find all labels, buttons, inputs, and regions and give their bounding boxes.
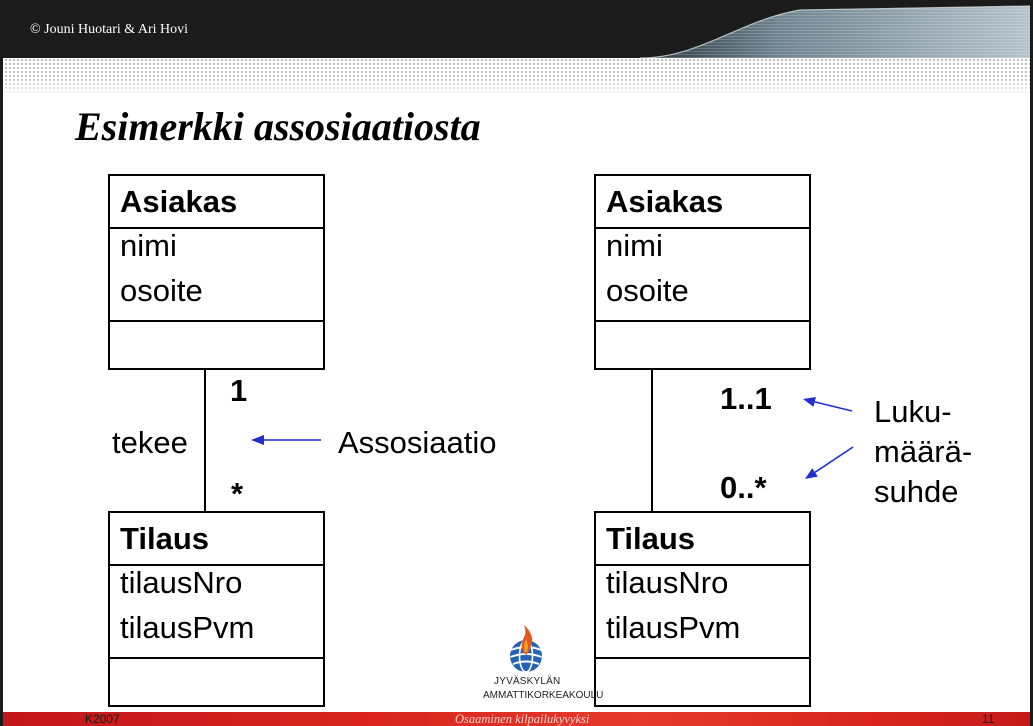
class-box-asiakas: Asiakas nimi osoite xyxy=(108,174,325,370)
multiplicity-top: 1 xyxy=(230,373,248,408)
class-name: Asiakas xyxy=(596,176,809,229)
arrow-head xyxy=(803,397,816,407)
attribute: tilausNro xyxy=(120,565,243,600)
callout-line: suhde xyxy=(874,474,959,509)
association-name: tekee xyxy=(112,425,188,460)
association-callout-arrow-icon xyxy=(251,435,321,445)
multiplicity-bottom: * xyxy=(231,476,244,511)
attribute: tilausPvm xyxy=(606,610,741,645)
logo-text-line1: JYVÄSKYLÄN xyxy=(494,676,561,687)
header-wave-highlight xyxy=(639,5,1033,59)
class-name: Tilaus xyxy=(110,513,323,566)
operations-compartment xyxy=(596,322,809,368)
operations-compartment xyxy=(596,659,809,705)
operations-compartment xyxy=(110,659,323,705)
logo-text-line2: AMMATTIKORKEAKOULU xyxy=(483,690,604,701)
multiplicity-bottom: 0..* xyxy=(720,470,767,505)
association-line xyxy=(651,368,653,513)
class-name: Tilaus xyxy=(596,513,809,566)
arrow-shaft xyxy=(814,446,854,473)
slide-border-right xyxy=(1030,0,1033,726)
attribute: nimi xyxy=(606,228,663,263)
class-box-tilaus: Tilaus tilausNro tilausPvm xyxy=(594,511,811,707)
attributes-compartment: nimi osoite xyxy=(596,228,809,322)
multiplicity-top: 1..1 xyxy=(720,381,772,416)
torch-globe-logo-icon xyxy=(510,625,542,673)
arrow-shaft xyxy=(814,401,853,412)
attribute: osoite xyxy=(120,273,203,308)
multiplicity-upper-arrow-icon xyxy=(803,397,853,412)
multiplicity-lower-arrow-icon xyxy=(805,446,854,479)
operations-compartment xyxy=(110,322,323,368)
multiplicity-callout-text: Luku- määrä- suhde xyxy=(874,392,972,512)
association-line xyxy=(204,368,206,513)
callout-line: määrä- xyxy=(874,434,973,469)
class-box-asiakas: Asiakas nimi osoite xyxy=(594,174,811,370)
header-wave-texture xyxy=(640,6,1033,58)
arrow-head xyxy=(251,435,264,445)
class-box-tilaus: Tilaus tilausNro tilausPvm xyxy=(108,511,325,707)
attributes-compartment: tilausNro tilausPvm xyxy=(596,565,809,659)
class-name: Asiakas xyxy=(110,176,323,229)
arrow-head xyxy=(805,468,818,479)
attributes-compartment: tilausNro tilausPvm xyxy=(110,565,323,659)
page-number: 11 xyxy=(982,712,995,726)
callout-line: Luku- xyxy=(874,394,952,429)
copyright-text: © Jouni Huotari & Ari Hovi xyxy=(30,22,189,37)
header-band xyxy=(0,0,1033,59)
attribute: osoite xyxy=(606,273,689,308)
footer-code: K2007 xyxy=(85,712,120,726)
attribute: nimi xyxy=(120,228,177,263)
association-callout-text: Assosiaatio xyxy=(338,425,497,460)
logo-flame-core xyxy=(524,639,528,653)
footer-slogan: Osaaminen kilpailukyvyksi xyxy=(455,712,590,726)
attribute: tilausNro xyxy=(606,565,729,600)
footer-bar: K2007 Osaaminen kilpailukyvyksi 11 xyxy=(0,712,1033,726)
attribute: tilausPvm xyxy=(120,610,255,645)
header-dot-fade xyxy=(0,58,1033,94)
slide-border-left xyxy=(0,0,3,726)
attributes-compartment: nimi osoite xyxy=(110,228,323,322)
logo-globe-band xyxy=(512,660,540,665)
slide-title: Esimerkki assosiaatiosta xyxy=(75,104,481,149)
